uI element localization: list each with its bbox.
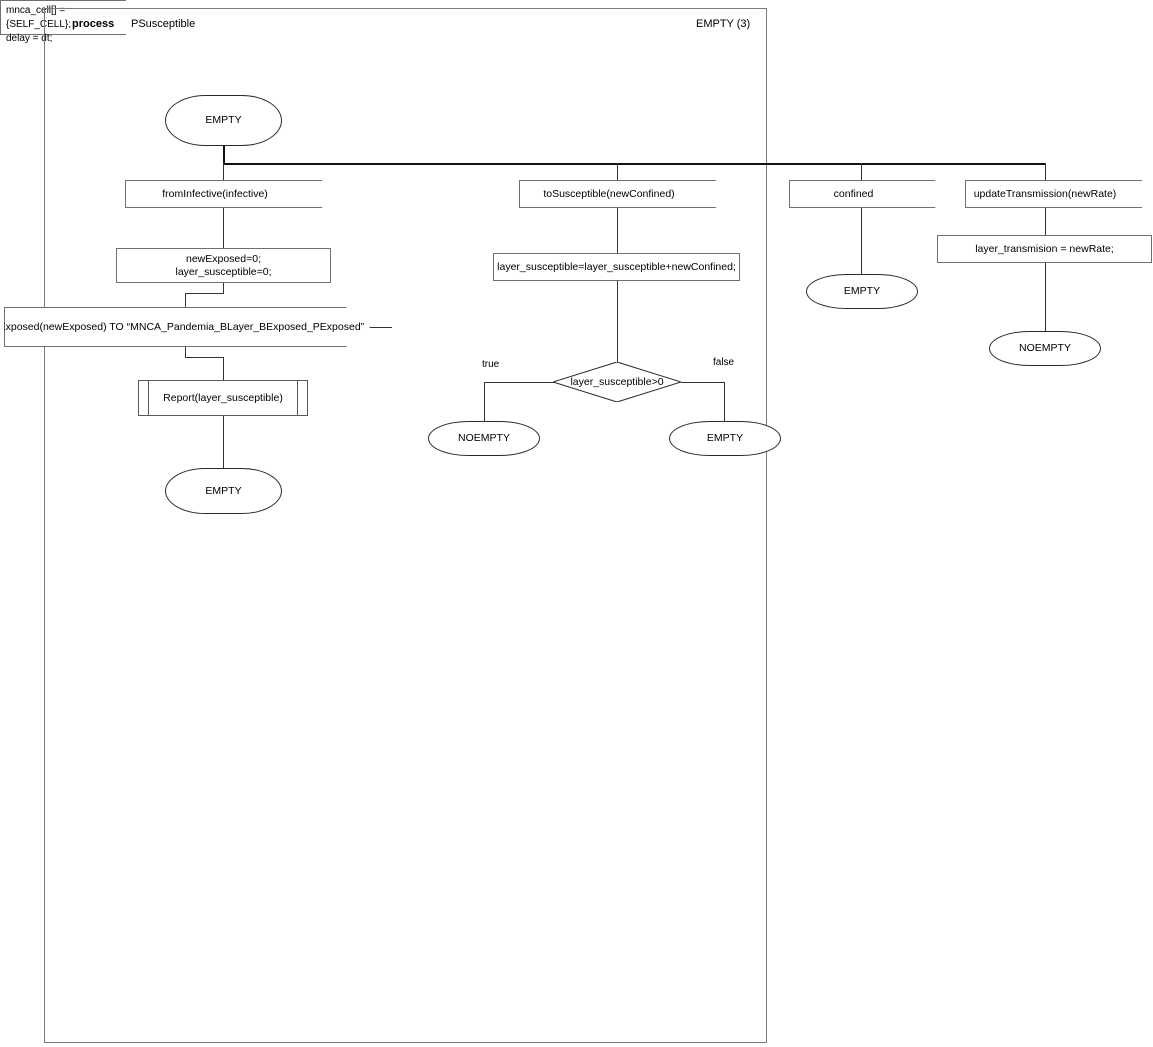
input-from-infective[interactable]: fromInfective(infective) [125, 180, 323, 208]
connector-branch4-to-task [1045, 208, 1046, 235]
branch-label-true: true [482, 359, 500, 370]
state-empty-false[interactable]: EMPTY [669, 421, 781, 456]
connector-branch1-down [223, 163, 224, 180]
process-frame [44, 8, 767, 1043]
connector-branch2-down [617, 163, 618, 180]
decision-diamond-shape [553, 362, 681, 402]
task-init-counters[interactable]: newExposed=0; layer_susceptible=0; [116, 248, 331, 283]
connector-comment-link [370, 327, 392, 328]
connector-branch2-to-decision [617, 281, 618, 362]
connector-branch1-jog-to-output [185, 293, 186, 307]
header-process-name: PSusceptible [131, 18, 196, 30]
connector-decision-true-v [484, 382, 485, 421]
output-to-exposed[interactable]: toExposed(newExposed) TO “MNCA_Pandemia_… [4, 307, 370, 347]
input-update-transmission-label: updateTransmission(newRate) [973, 187, 1117, 200]
connector-branch1-task-jog-down [223, 283, 224, 293]
end-state-branch4-label: NOEMPTY [1019, 342, 1071, 354]
connector-decision-false-v [724, 382, 725, 421]
connector-branch3-down [861, 163, 862, 180]
state-noempty-true-label: NOEMPTY [458, 432, 510, 444]
comment-mnca-cell: mnca_cell[] = {SELF_CELL}; delay = dt; [0, 0, 126, 44]
task-update-transmision[interactable]: layer_transmision = newRate; [937, 235, 1152, 263]
state-noempty-true[interactable]: NOEMPTY [428, 421, 540, 456]
end-state-branch4-noempty[interactable]: NOEMPTY [989, 331, 1101, 366]
branch-label-false: false [713, 357, 735, 368]
procedure-call-report[interactable]: Report(layer_susceptible) [138, 380, 308, 416]
end-state-branch1-empty[interactable]: EMPTY [165, 468, 282, 514]
input-update-transmission[interactable]: updateTransmission(newRate) [965, 180, 1143, 208]
task-init-counters-label: newExposed=0; layer_susceptible=0; [175, 252, 272, 278]
connector-start-down [223, 146, 225, 164]
connector-branch1-output-jog-right [185, 357, 224, 358]
state-empty-false-label: EMPTY [706, 432, 744, 444]
connector-branch2-to-task [617, 208, 618, 253]
connector-distribution-bar [223, 163, 1046, 165]
input-confined[interactable]: confined [789, 180, 936, 208]
task-accumulate-susceptible-label: layer_susceptible=layer_susceptible+newC… [497, 260, 736, 273]
connector-branch1-to-task [223, 208, 224, 248]
end-state-branch1-label: EMPTY [205, 484, 242, 497]
header-keyword: process [72, 18, 115, 30]
decision-layer-susceptible[interactable] [553, 362, 681, 402]
end-state-branch3-label: EMPTY [843, 285, 881, 297]
connector-decision-true-h [484, 382, 554, 383]
header-state-info: EMPTY (3) [696, 18, 751, 30]
connector-branch4-to-state [1045, 263, 1046, 331]
decision-layer-susceptible-label: layer_susceptible>0 [570, 376, 664, 388]
input-to-susceptible[interactable]: toSusceptible(newConfined) [519, 180, 717, 208]
connector-branch4-down [1045, 163, 1046, 180]
connector-branch3-to-state [861, 208, 862, 274]
connector-decision-false-h [681, 382, 725, 383]
output-to-exposed-label: toExposed(newExposed) TO “MNCA_Pandemia_… [0, 320, 365, 333]
input-confined-label: confined [833, 187, 874, 200]
connector-branch1-task-jog-left [185, 293, 224, 294]
input-to-susceptible-label: toSusceptible(newConfined) [543, 187, 675, 200]
connector-branch1-jog-to-proc [223, 357, 224, 380]
end-state-branch3-empty[interactable]: EMPTY [806, 274, 918, 309]
input-from-infective-label: fromInfective(infective) [162, 187, 268, 200]
connector-branch1-to-end-state [223, 416, 224, 468]
start-state-label: EMPTY [205, 114, 242, 126]
start-state-empty[interactable]: EMPTY [165, 95, 282, 146]
procedure-call-report-label: Report(layer_susceptible) [163, 391, 283, 404]
task-update-transmision-label: layer_transmision = newRate; [975, 242, 1114, 255]
connector-branch1-output-jog-down [185, 347, 186, 357]
task-accumulate-susceptible[interactable]: layer_susceptible=layer_susceptible+newC… [493, 253, 740, 281]
